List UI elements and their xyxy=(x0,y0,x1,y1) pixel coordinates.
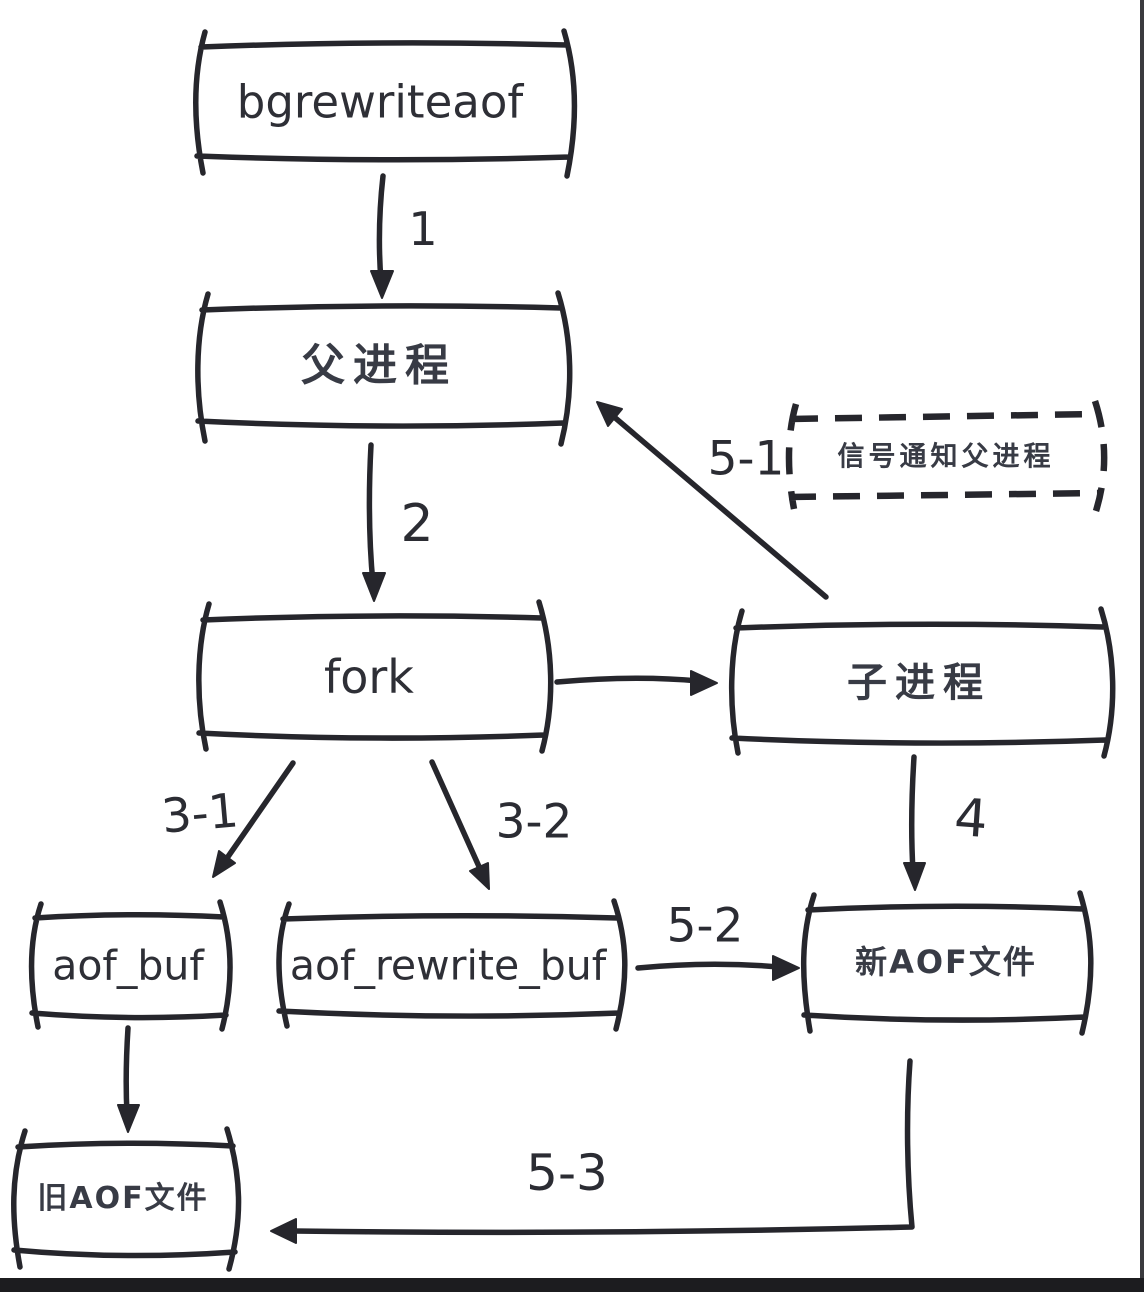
edge-step2-arrow xyxy=(362,442,386,602)
edge-step4-shaft xyxy=(908,754,917,874)
edge-step3-1-label: 3-1 xyxy=(159,783,241,845)
node-fork-label: fork xyxy=(324,650,414,704)
edge-step2-label: 2 xyxy=(400,494,434,554)
edge-step1-arrow xyxy=(370,173,394,299)
edge-step4-head xyxy=(903,862,926,891)
edge-step2-shaft xyxy=(366,442,376,587)
edge-step4-arrow xyxy=(903,754,926,891)
edge-step5-1-label: 5-1 xyxy=(707,431,785,487)
node-aof-rewrite-buf-label: aof_rewrite_buf xyxy=(289,941,607,990)
node-old-aof-file-label: 旧AOF文件 xyxy=(37,1181,209,1216)
edge-aofbuf-to-oldfile-arrow xyxy=(117,1025,140,1133)
edge-fork-to-child-arrow xyxy=(554,670,718,696)
node-new-aof-file-label: 新AOF文件 xyxy=(855,943,1037,981)
node-fork-border xyxy=(196,599,554,754)
screen-edge-right xyxy=(1140,0,1144,1292)
edge-step5-3-label: 5-3 xyxy=(526,1144,608,1202)
edge-step5-1-head xyxy=(596,401,623,427)
edge-step5-2-head xyxy=(772,955,800,981)
edge-step5-1-shaft xyxy=(610,413,829,600)
screen-edge-bottom xyxy=(0,1278,1144,1292)
edge-step5-3-arrow xyxy=(270,1058,915,1244)
node-aof-rewrite-buf-border xyxy=(276,898,628,1032)
node-aof-buf-border xyxy=(28,899,233,1032)
edge-fork-to-child-shaft xyxy=(554,675,702,685)
edge-step5-2-label: 5-2 xyxy=(666,898,744,954)
node-signal-notify-border xyxy=(785,400,1108,512)
edge-step5-1-arrow xyxy=(596,401,829,600)
node-old-aof-file-border xyxy=(11,1126,242,1272)
edge-aofbuf-to-oldfile-shaft xyxy=(123,1025,131,1117)
edge-step3-1-head xyxy=(212,850,236,878)
node-new-aof-file-border xyxy=(800,890,1094,1036)
edge-step2-head xyxy=(362,572,386,602)
edge-step3-2-shaft xyxy=(429,759,484,874)
node-parent-process-border xyxy=(195,290,573,447)
edge-fork-to-child-head xyxy=(690,670,718,696)
edge-step4-label: 4 xyxy=(952,787,990,851)
node-aof-buf-label: aof_buf xyxy=(52,941,204,990)
node-bgrewriteaof-label: bgrewriteaof xyxy=(236,75,524,129)
edge-step3-2-head xyxy=(469,862,490,890)
node-child-process-border xyxy=(728,606,1116,759)
edge-step3-2-label: 3-2 xyxy=(495,794,573,850)
edge-step5-2-arrow xyxy=(635,955,800,981)
node-bgrewriteaof-border xyxy=(193,28,578,179)
edge-step1-head xyxy=(370,270,394,299)
edge-step5-3-shaft xyxy=(291,1058,915,1236)
edge-step5-2-shaft xyxy=(635,961,782,971)
node-signal-notify-label: 信号通知父进程 xyxy=(837,441,1055,473)
edge-step3-2-arrow xyxy=(429,759,490,890)
node-child-process-label: 子进程 xyxy=(847,660,991,706)
edge-step3-1-shaft xyxy=(222,760,296,864)
node-parent-process-label: 父进程 xyxy=(301,340,457,391)
edge-aofbuf-to-oldfile-head xyxy=(117,1104,140,1133)
edge-step1-shaft xyxy=(376,173,386,284)
edge-step3-1-arrow xyxy=(212,760,296,878)
edge-step1-label: 1 xyxy=(408,202,438,256)
edge-step5-3-head xyxy=(270,1218,297,1244)
